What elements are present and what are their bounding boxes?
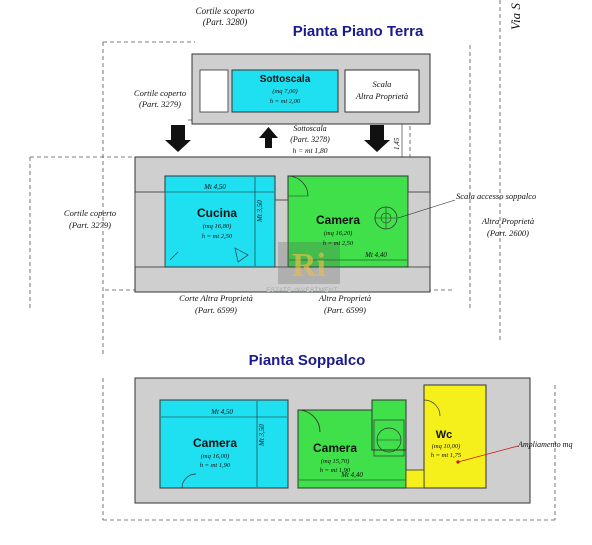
room-height-camera-ground: h = mt 2,50: [323, 240, 354, 247]
room-area-camera-mezz-left: (mq 16,00): [201, 453, 230, 460]
label-altra-proprieta-bottom: Altra Proprietà: [318, 293, 371, 303]
room-name-cucina: Cucina: [197, 206, 237, 220]
room-height-cucina: h = mt 2,50: [202, 233, 233, 240]
room-camera-mezz-left: [159, 399, 289, 489]
label-ampliamento: Ampliamento mq: [517, 440, 572, 449]
room-camera-ground: [287, 175, 409, 268]
room-area-wc: (mq 10,00): [432, 443, 461, 450]
arrow-down-icon: [364, 125, 390, 152]
label-height-145: 1,45: [393, 137, 401, 150]
upper-block: [191, 53, 431, 125]
room-area-camera-ground: (mq 16,20): [324, 230, 353, 237]
svg-text:Ri: Ri: [292, 247, 326, 284]
room-cucina: [164, 175, 276, 268]
label-sottoscala-outside-part: (Part. 3278): [290, 135, 330, 144]
dim-cucina-height: Mt 3,50: [256, 200, 264, 223]
label-corte-altra-part: (Part. 6599): [195, 305, 237, 315]
room-height-camera-mezz-left: h = mt 1,90: [200, 462, 231, 469]
room-name-camera-mezz-left: Camera: [193, 436, 237, 450]
ground-dimensions: [166, 124, 407, 266]
label-altra-proprieta-part: (Part. 2600): [487, 228, 529, 238]
watermark-logo: Ri: [278, 242, 340, 284]
dim-camera-ground-width: Mt 4,40: [364, 251, 387, 259]
title-ground: Pianta Piano Terra: [293, 23, 424, 40]
watermark-text: ESTATE·INVESTMENT: [266, 288, 338, 294]
dim-camera-mezz-left-height: Mt 3,50: [258, 424, 266, 447]
room-height-wc: h = mt 1,75: [431, 452, 462, 459]
mezz-dimensions: [161, 401, 405, 487]
room-name-sottoscala: Sottoscala: [260, 74, 311, 85]
entry-arrows: [165, 125, 390, 152]
label-corte-altra: Corte Altra Proprietà: [179, 293, 253, 303]
label-cortile-coperto-left: Cortile coperto: [64, 208, 116, 218]
label-scala-owner: Altra Proprietà: [355, 91, 408, 101]
room-scala: [344, 69, 420, 113]
label-scala-accesso: Scala accesso soppalco: [456, 191, 536, 201]
dim-camera-mezz-left-width: Mt 4,50: [210, 408, 233, 416]
leader-line: [457, 445, 519, 463]
title-mezzanine: Pianta Soppalco: [249, 352, 366, 369]
label-sottoscala-outside-h: h = mt 1,80: [292, 146, 327, 155]
leader-line: [397, 199, 456, 219]
label-cortile-coperto-left-part: (Part. 3279): [69, 220, 111, 230]
label-cortile-scoperto: Cortile scoperto: [196, 6, 255, 16]
ground-block: [134, 156, 431, 293]
label-altra-proprieta: Altra Proprietà: [481, 216, 534, 226]
room-wc: [423, 384, 487, 489]
room-height-sottoscala: h = mt 2,00: [270, 98, 301, 105]
room-area-sottoscala: (mq 7,00): [272, 88, 297, 95]
room-name-wc: Wc: [436, 429, 453, 441]
arrow-up-icon: [259, 127, 278, 148]
arrow-down-icon: [165, 125, 191, 152]
room-area-camera-mezz-mid: (mq 15,70): [321, 458, 350, 465]
street-label: Via S: [508, 3, 523, 30]
room-height-camera-mezz-mid: h = mt 1,90: [320, 467, 351, 474]
mezz-boundaries: [102, 378, 556, 521]
label-sottoscala-outside: Sottoscala: [293, 124, 326, 133]
label-cortile-coperto-top-part: (Part. 3279): [139, 99, 181, 109]
label-cortile-coperto-top: Cortile coperto: [134, 88, 186, 98]
label-cortile-scoperto-part: (Part. 3280): [203, 17, 248, 27]
dim-cucina-width: Mt 4,50: [203, 183, 226, 191]
mezz-block: [134, 377, 531, 504]
label-scala: Scala: [373, 79, 392, 89]
label-altra-proprieta-bottom-part: (Part. 6599): [324, 305, 366, 315]
dim-camera-mezz-mid-width: Mt 4,40: [340, 471, 363, 479]
room-sottoscala: [231, 69, 339, 113]
room-area-cucina: (mq 16,80): [203, 223, 232, 230]
room-name-camera-ground: Camera: [316, 213, 360, 227]
room-name-camera-mezz-mid: Camera: [313, 441, 357, 455]
